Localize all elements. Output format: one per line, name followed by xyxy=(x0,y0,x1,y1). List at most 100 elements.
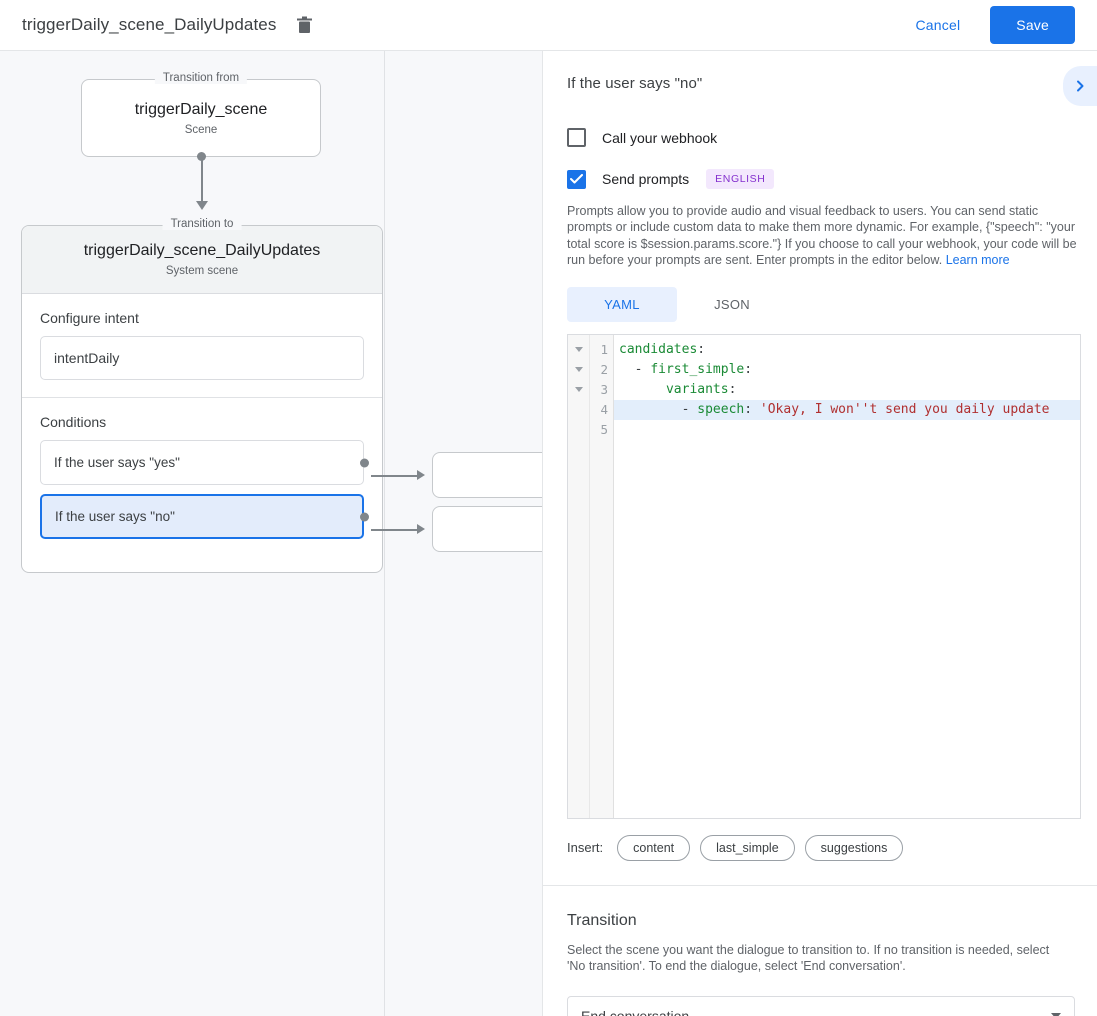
node-from-legend: Transition from xyxy=(154,72,248,84)
fold-marker[interactable] xyxy=(568,340,589,360)
prompts-description: Prompts allow you to provide audio and v… xyxy=(567,203,1077,269)
call-webhook-row[interactable]: Call your webhook xyxy=(543,128,1097,147)
ghost-node-yes-target[interactable] xyxy=(432,452,542,498)
editor-line-numbers: 1 2 3 4 5 xyxy=(590,334,614,818)
configure-intent-label: Configure intent xyxy=(40,310,139,326)
code-token: variants xyxy=(665,381,729,397)
panel-collapse-button[interactable] xyxy=(1063,66,1097,106)
insert-chip-content[interactable]: content xyxy=(617,834,691,861)
conditions-section: Conditions If the user says "yes" If the… xyxy=(22,398,382,539)
send-prompts-label: Send prompts xyxy=(602,171,690,187)
trash-icon xyxy=(296,16,312,33)
intent-value-box[interactable]: intentDaily xyxy=(40,336,364,380)
caret-down-icon xyxy=(1051,1013,1061,1016)
code-token: candidates xyxy=(619,341,698,357)
line-number: 3 xyxy=(600,381,608,397)
condition-item-label: If the user says "no" xyxy=(55,509,175,524)
transition-section: Transition Select the scene you want the… xyxy=(543,886,1097,1016)
learn-more-link[interactable]: Learn more xyxy=(945,253,1010,268)
code-token: first_simple xyxy=(650,361,745,377)
code-line: variants: xyxy=(614,380,1080,400)
connector-dot xyxy=(197,152,206,161)
node-from-subtitle: Scene xyxy=(184,123,218,136)
node-to-legend: Transition to xyxy=(162,218,242,230)
node-from-title: triggerDaily_scene xyxy=(134,100,268,118)
code-token: : xyxy=(744,361,753,377)
conditions-label: Conditions xyxy=(40,414,107,430)
save-button[interactable]: Save xyxy=(990,6,1075,44)
fold-marker-empty xyxy=(568,400,589,420)
code-token: - xyxy=(619,401,698,417)
ghost-node-no-target[interactable] xyxy=(432,506,542,552)
fold-marker[interactable] xyxy=(568,380,589,400)
line-number: 1 xyxy=(600,341,608,357)
insert-chip-last-simple[interactable]: last_simple xyxy=(700,834,795,861)
panel-header: If the user says "no" xyxy=(543,51,1097,106)
condition-port-dot xyxy=(360,512,369,521)
condition-item-yes[interactable]: If the user says "yes" xyxy=(40,440,369,485)
insert-chip-suggestions[interactable]: suggestions xyxy=(804,834,904,861)
canvas-vertical-divider xyxy=(384,51,385,1016)
condition-item-label: If the user says "yes" xyxy=(54,455,180,470)
editor-code-area[interactable]: candidates: - first_simple: variants: - … xyxy=(614,335,1080,818)
fold-triangle-icon xyxy=(574,347,583,353)
line-number: 5 xyxy=(600,421,608,437)
insert-label: Insert: xyxy=(567,840,604,856)
cancel-button[interactable]: Cancel xyxy=(902,8,975,42)
node-to-header[interactable]: triggerDaily_scene_DailyUpdates System s… xyxy=(22,226,382,294)
chevron-right-icon xyxy=(1077,80,1084,92)
top-bar: triggerDaily_scene_DailyUpdates Cancel S… xyxy=(0,0,1097,51)
page-title: triggerDaily_scene_DailyUpdates xyxy=(22,15,277,34)
prompts-description-text: Prompts allow you to provide audio and v… xyxy=(567,204,1077,268)
code-token: : xyxy=(744,401,760,417)
detail-panel: If the user says "no" Call your webhook … xyxy=(542,51,1097,1016)
panel-section-divider xyxy=(543,884,1097,886)
condition-item-no[interactable]: If the user says "no" xyxy=(40,494,369,539)
transition-description: Select the scene you want the dialogue t… xyxy=(567,942,1050,974)
code-token: - xyxy=(619,361,651,377)
code-token xyxy=(619,382,666,397)
send-prompts-checkbox[interactable] xyxy=(567,169,586,189)
code-token: : xyxy=(728,381,737,397)
code-line: - speech: 'Okay, I won''t send you daily… xyxy=(614,399,1080,420)
delete-button[interactable] xyxy=(290,11,318,39)
call-webhook-checkbox[interactable] xyxy=(567,128,586,147)
call-webhook-label: Call your webhook xyxy=(602,129,718,146)
check-icon xyxy=(570,174,583,184)
connector-line xyxy=(201,157,203,204)
fold-marker-empty xyxy=(568,420,589,440)
card-divider xyxy=(22,397,382,398)
node-transition-to: Transition to triggerDaily_scene_DailyUp… xyxy=(21,218,383,573)
editor-format-tabs: YAML JSON xyxy=(567,286,1097,322)
node-transition-from[interactable]: Transition from triggerDaily_scene Scene xyxy=(81,72,321,157)
line-number: 2 xyxy=(600,361,608,377)
code-line xyxy=(614,420,1080,440)
code-line: candidates: xyxy=(614,340,1080,360)
condition-port-dot xyxy=(360,458,369,467)
editor-fold-gutter xyxy=(568,334,590,818)
fold-marker[interactable] xyxy=(568,360,589,380)
connector-arrow-icon xyxy=(196,201,208,210)
panel-title: If the user says "no" xyxy=(567,75,703,92)
edge-arrow-no-icon xyxy=(417,524,425,534)
graph-canvas[interactable]: Transition from triggerDaily_scene Scene… xyxy=(0,51,542,1016)
transition-select-value: End conversation xyxy=(581,1008,1051,1016)
insert-chips-row: Insert: content last_simple suggestions xyxy=(567,834,1097,861)
fold-triangle-icon xyxy=(574,387,583,393)
tab-json[interactable]: JSON xyxy=(714,296,750,312)
code-token: speech xyxy=(697,401,745,417)
edge-line-no xyxy=(371,529,419,531)
edge-arrow-yes-icon xyxy=(417,470,425,480)
code-token: : xyxy=(697,341,706,357)
prompt-code-editor[interactable]: 1 2 3 4 5 candidates: - first_simple: va… xyxy=(567,333,1081,819)
tab-yaml[interactable]: YAML xyxy=(567,286,677,322)
configure-intent-section: Configure intent intentDaily xyxy=(22,294,382,380)
code-line: - first_simple: xyxy=(614,360,1080,380)
node-to-title: triggerDaily_scene_DailyUpdates xyxy=(83,242,321,259)
node-to-subtitle: System scene xyxy=(165,265,239,277)
send-prompts-row[interactable]: Send prompts ENGLISH xyxy=(543,169,1097,189)
line-number: 4 xyxy=(600,401,608,417)
transition-title: Transition xyxy=(567,911,637,929)
transition-select[interactable]: End conversation xyxy=(567,996,1075,1016)
